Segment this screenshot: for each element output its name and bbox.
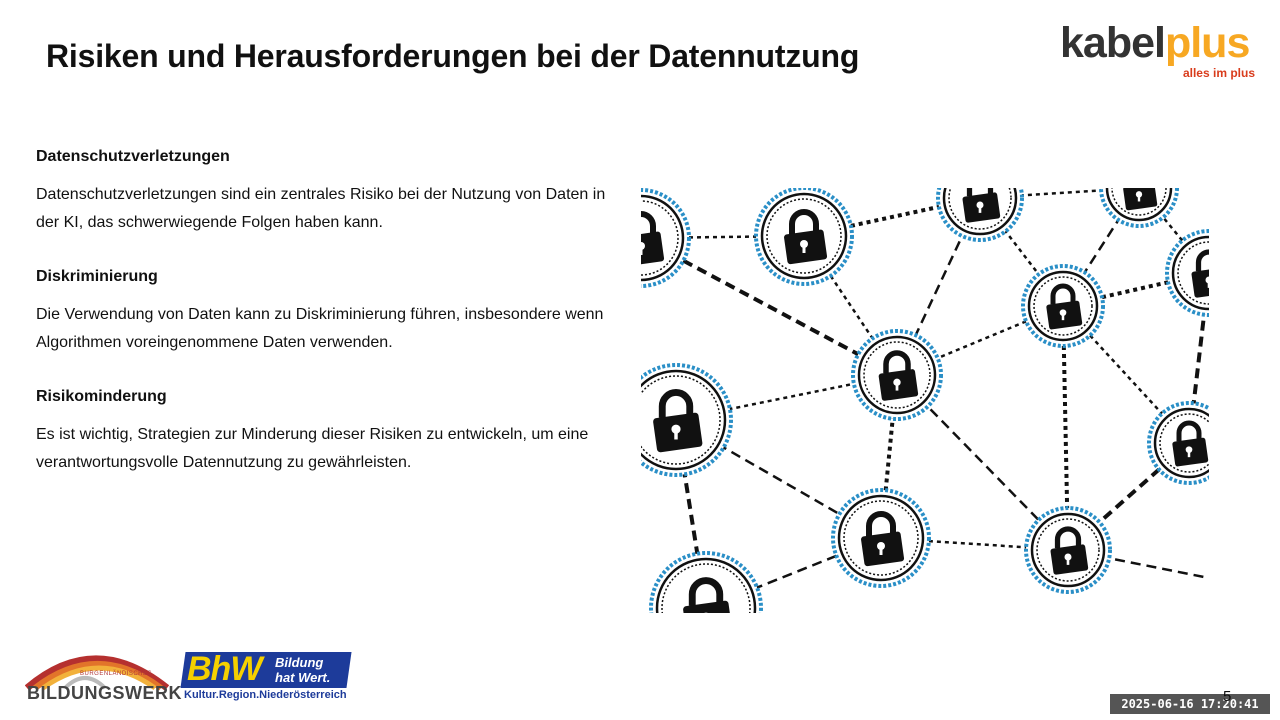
bhw-logo-mark: BhW: [187, 650, 262, 688]
bildungswerk-logo: BURGENLÄNDISCHES BILDUNGSWERK: [25, 638, 182, 706]
section-text: Die Verwendung von Daten kann zu Diskrim…: [36, 306, 604, 351]
content-column: Datenschutzverletzungen Datenschutzverle…: [36, 148, 611, 508]
padlock-node-icon: [649, 551, 763, 613]
padlock-node-icon: [1024, 506, 1112, 594]
padlock-network-image: [641, 188, 1209, 613]
padlock-network-icon: [641, 188, 1209, 613]
padlock-node-icon: [1021, 264, 1105, 348]
logo-wordmark: kabelplus: [1060, 19, 1250, 67]
padlock-node-icon: [1147, 401, 1209, 485]
section-heading: Datenschutzverletzungen: [36, 148, 230, 165]
slide-title: Risiken und Herausforderungen bei der Da…: [46, 38, 860, 74]
bhw-logo: BhW Bildung hat Wert. Kultur.Region.Nied…: [180, 650, 352, 706]
section-text: Es ist wichtig, Strategien zur Minderung…: [36, 426, 589, 471]
padlock-node-icon: [1099, 188, 1179, 228]
logo-tagline: alles im plus: [1182, 66, 1255, 80]
rainbow-arc-icon: [25, 655, 170, 691]
bildungswerk-subtitle: BURGENLÄNDISCHES: [80, 671, 153, 677]
padlock-node-icon: [831, 488, 931, 588]
network-link: [803, 196, 981, 238]
padlock-node-icon: [936, 188, 1024, 242]
bhw-slogan-line1: Bildung: [275, 655, 324, 670]
network-link: [641, 236, 898, 377]
section-diskriminierung: Diskriminierung Die Verwendung von Daten…: [36, 268, 611, 357]
padlock-node-icon: [641, 188, 691, 288]
padlock-node-icon: [851, 329, 943, 421]
section-text: Datenschutzverletzungen sind ein zentral…: [36, 186, 606, 231]
recording-timestamp: 2025-06-16 17:20:41: [1110, 694, 1270, 714]
bhw-logo-slogan: Bildung hat Wert.: [275, 655, 330, 685]
section-datenschutz: Datenschutzverletzungen Datenschutzverle…: [36, 148, 611, 237]
network-link: [1187, 272, 1209, 444]
padlock-node-icon: [754, 188, 854, 286]
slide-number: 5: [1223, 688, 1232, 705]
bhw-slogan-line2: hat Wert.: [275, 670, 331, 685]
network-link: [896, 304, 1064, 377]
bhw-logo-subtitle: Kultur.Region.Niederösterreich: [184, 689, 347, 701]
padlock-node-icon: [641, 363, 733, 477]
section-risikominderung: Risikominderung Es ist wichtig, Strategi…: [36, 388, 611, 477]
logo-word-kabel: kabel: [1060, 19, 1166, 67]
padlock-node-icon: [1165, 229, 1209, 317]
logo-word-plus: plus: [1164, 19, 1250, 67]
section-heading: Risikominderung: [36, 388, 167, 405]
section-heading: Diskriminierung: [36, 268, 158, 285]
bildungswerk-name: BILDUNGSWERK: [27, 683, 182, 703]
kabelplus-logo: kabelplus alles im plus: [1060, 22, 1260, 82]
